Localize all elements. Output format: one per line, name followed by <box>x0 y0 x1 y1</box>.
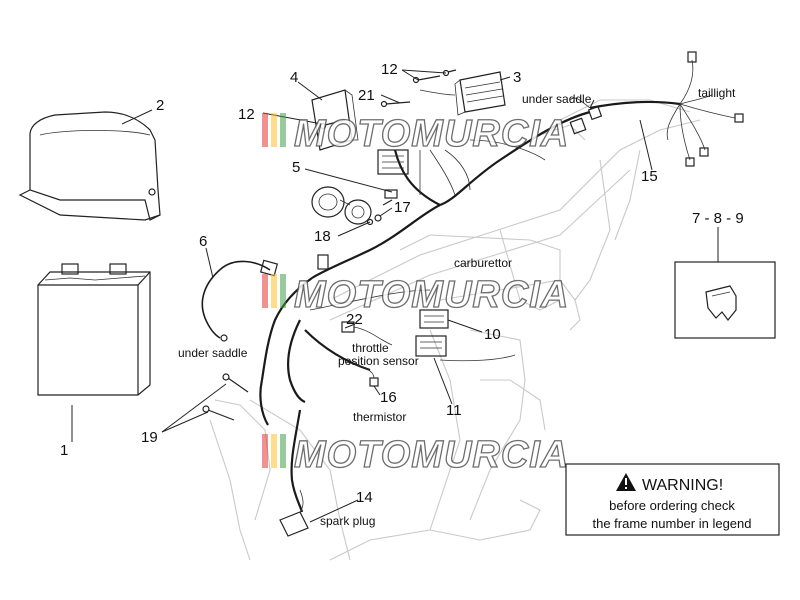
watermark-text: MOTOMURCIA <box>294 113 569 155</box>
callout-6: 6 <box>199 233 207 250</box>
text-labels: under saddle taillight carburettor under… <box>178 86 736 528</box>
callout-4: 4 <box>290 69 298 86</box>
warning-line-1: before ordering check <box>609 498 735 513</box>
watermark-stripe <box>262 113 268 147</box>
label-position-sensor: position sensor <box>338 354 419 368</box>
watermark-1: MOTOMURCIA <box>262 112 569 156</box>
callout-14: 14 <box>356 489 373 506</box>
watermark-stripe <box>280 113 286 147</box>
label-spark-plug: spark plug <box>320 514 375 528</box>
callout-7-8-9: 7 - 8 - 9 <box>692 210 744 227</box>
callout-22: 22 <box>346 311 363 328</box>
wiring-harness <box>259 97 681 513</box>
label-carburettor: carburettor <box>454 256 512 270</box>
battery <box>37 263 151 396</box>
callout-10: 10 <box>484 326 501 343</box>
motorcycle-frame <box>209 99 701 561</box>
fuse-inset <box>674 261 776 339</box>
horn <box>311 186 372 225</box>
callout-17: 17 <box>394 199 411 216</box>
label-under-saddle-top: under saddle <box>522 92 592 106</box>
warning-title: WARNING! <box>642 477 723 494</box>
callout-1: 1 <box>60 442 68 459</box>
watermark-stripe <box>271 434 277 468</box>
ecu-connectors <box>415 309 449 357</box>
spark-plug-cap <box>279 489 309 537</box>
watermark-stripe <box>271 274 277 308</box>
voltage-regulator <box>419 71 506 116</box>
callout-numbers: 2 4 12 12 3 21 5 17 18 6 15 7 - 8 - 9 22… <box>60 61 744 506</box>
callout-19: 19 <box>141 429 158 446</box>
callout-21: 21 <box>358 87 375 104</box>
label-thermistor: thermistor <box>353 410 406 424</box>
callout-5: 5 <box>292 159 300 176</box>
battery-cable <box>201 259 279 342</box>
label-throttle: throttle <box>352 341 389 355</box>
watermark-stripe <box>280 434 286 468</box>
watermark-stripe <box>280 274 286 308</box>
watermark-stripe <box>271 113 277 147</box>
callout-2: 2 <box>156 97 164 114</box>
watermark-text: MOTOMURCIA <box>294 434 569 476</box>
connector-block <box>377 149 409 175</box>
sensors <box>341 321 393 387</box>
battery-bolts <box>202 373 249 421</box>
callout-11: 11 <box>446 402 462 419</box>
label-taillight: taillight <box>698 86 736 100</box>
relay-block <box>311 89 359 151</box>
callout-16: 16 <box>380 389 397 406</box>
callout-12-left: 12 <box>238 106 255 123</box>
callout-3: 3 <box>513 69 521 86</box>
taillight-wires <box>666 51 744 167</box>
warning-line-2: the frame number in legend <box>593 516 752 531</box>
callout-18: 18 <box>314 228 331 245</box>
watermark-text: MOTOMURCIA <box>294 274 569 316</box>
warning-box: WARNING! before ordering check the frame… <box>565 463 780 536</box>
battery-cover <box>18 111 161 221</box>
screws <box>319 69 457 130</box>
callout-15: 15 <box>641 168 658 185</box>
callout-12-top: 12 <box>381 61 398 78</box>
watermark-stripe <box>262 434 268 468</box>
watermark-stripe <box>262 274 268 308</box>
watermark-2: MOTOMURCIA <box>262 273 569 317</box>
watermark-3: MOTOMURCIA <box>262 433 569 477</box>
label-under-saddle-left: under saddle <box>178 346 248 360</box>
small-fasteners <box>366 199 393 226</box>
